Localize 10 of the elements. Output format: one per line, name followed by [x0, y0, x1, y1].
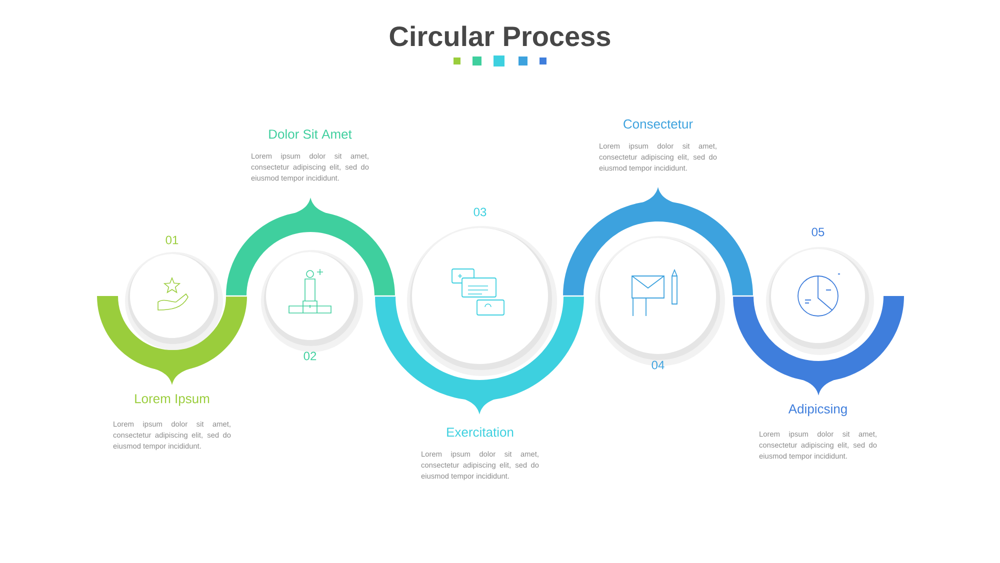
step-heading: Lorem Ipsum	[135, 394, 210, 406]
step-heading: Exercitation	[447, 427, 514, 437]
node-label: 02	[304, 352, 316, 360]
title: Circular Process	[390, 26, 610, 46]
node-label: 03	[474, 208, 486, 216]
node-label: 01	[166, 236, 178, 244]
step-heading: Adipicsing	[788, 404, 847, 416]
node-label: 05	[812, 228, 824, 236]
step-heading: Dolor Sit Amet	[269, 129, 352, 139]
step-heading: Consectetur	[624, 119, 693, 129]
